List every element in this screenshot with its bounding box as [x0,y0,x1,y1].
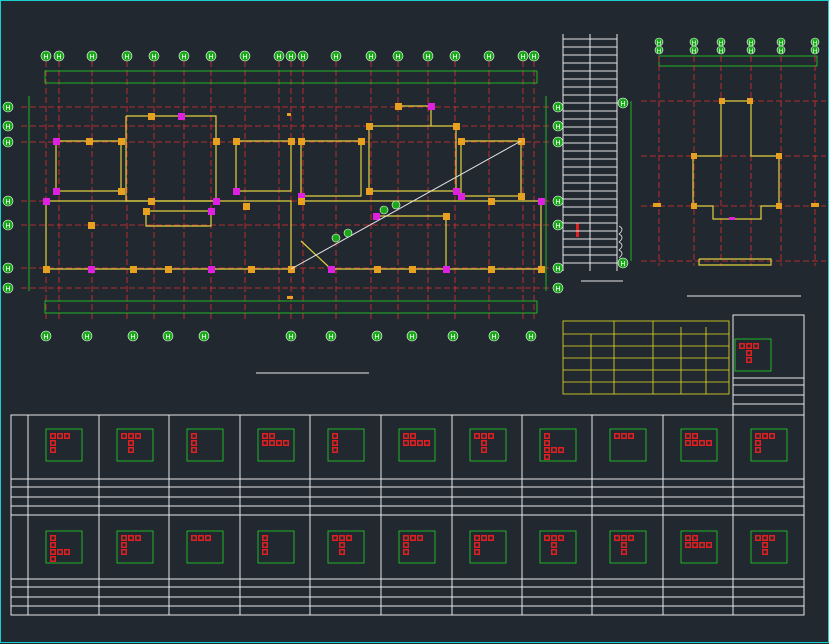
svg-text:H: H [620,260,625,268]
svg-text:H: H [813,40,818,47]
svg-text:H: H [165,333,170,341]
svg-text:H: H [328,333,333,341]
svg-text:H: H [692,40,697,47]
svg-text:H: H [555,104,560,112]
svg-text:H: H [288,53,293,61]
svg-text:H: H [555,139,560,147]
svg-text:H: H [749,48,754,55]
svg-text:H: H [333,53,338,61]
axis-bubble-top [483,50,495,62]
main-plan [21,61,551,374]
svg-text:H: H [276,53,281,61]
stair-plan [562,34,623,282]
axis-bubble-top [285,50,297,62]
svg-text:H: H [452,53,457,61]
svg-text:H: H [5,139,10,147]
svg-text:H: H [555,123,560,131]
svg-text:H: H [692,48,697,55]
axis-bubble-top [86,50,98,62]
axis-bubble-top [273,50,285,62]
svg-text:H: H [208,53,213,61]
axis-bubble-top [528,50,540,62]
axis-bubble-top [422,50,434,62]
axis-bubble-top [121,50,133,62]
column-detail-table [10,314,805,616]
svg-text:H: H [130,333,135,341]
axis-bubble-top [330,50,342,62]
axis-bubble-top [297,50,309,62]
svg-text:H: H [151,53,156,61]
svg-text:H: H [5,285,10,293]
svg-text:H: H [300,53,305,61]
svg-text:H: H [124,53,129,61]
svg-text:H: H [201,333,206,341]
axis-bubble-top [392,50,404,62]
svg-text:H: H [395,53,400,61]
svg-text:H: H [749,40,754,47]
axis-bubble-top [449,50,461,62]
svg-text:H: H [620,100,625,108]
svg-text:H: H [84,333,89,341]
svg-text:H: H [181,53,186,61]
svg-text:H: H [5,123,10,131]
svg-text:H: H [242,53,247,61]
schedule-table [562,320,730,395]
svg-text:H: H [89,53,94,61]
axis-bubble-top [365,50,377,62]
partial-plan [630,55,826,297]
svg-text:H: H [5,265,10,273]
axis-bubble-top [148,50,160,62]
axis-bubble-top [517,50,529,62]
svg-text:H: H [779,40,784,47]
svg-text:H: H [531,53,536,61]
svg-text:H: H [555,265,560,273]
svg-text:H: H [555,198,560,206]
svg-text:H: H [288,333,293,341]
svg-text:H: H [520,53,525,61]
svg-text:H: H [368,53,373,61]
svg-text:H: H [719,48,724,55]
svg-text:H: H [409,333,414,341]
axis-bubble-top [205,50,217,62]
svg-text:H: H [43,53,48,61]
axis-bubble-top [40,50,52,62]
svg-text:H: H [5,222,10,230]
svg-text:H: H [486,53,491,61]
svg-text:H: H [491,333,496,341]
axis-bubble-top [178,50,190,62]
svg-text:H: H [5,104,10,112]
axis-bubble-top [53,50,65,62]
svg-text:H: H [657,40,662,47]
svg-text:H: H [813,48,818,55]
svg-text:H: H [719,40,724,47]
svg-text:H: H [657,48,662,55]
svg-text:H: H [5,198,10,206]
svg-text:H: H [779,48,784,55]
svg-text:H: H [555,222,560,230]
svg-text:H: H [374,333,379,341]
svg-text:H: H [43,333,48,341]
svg-text:H: H [555,285,560,293]
axis-bubble-top [239,50,251,62]
svg-text:H: H [56,53,61,61]
svg-text:H: H [425,53,430,61]
svg-text:H: H [528,333,533,341]
svg-text:H: H [450,333,455,341]
